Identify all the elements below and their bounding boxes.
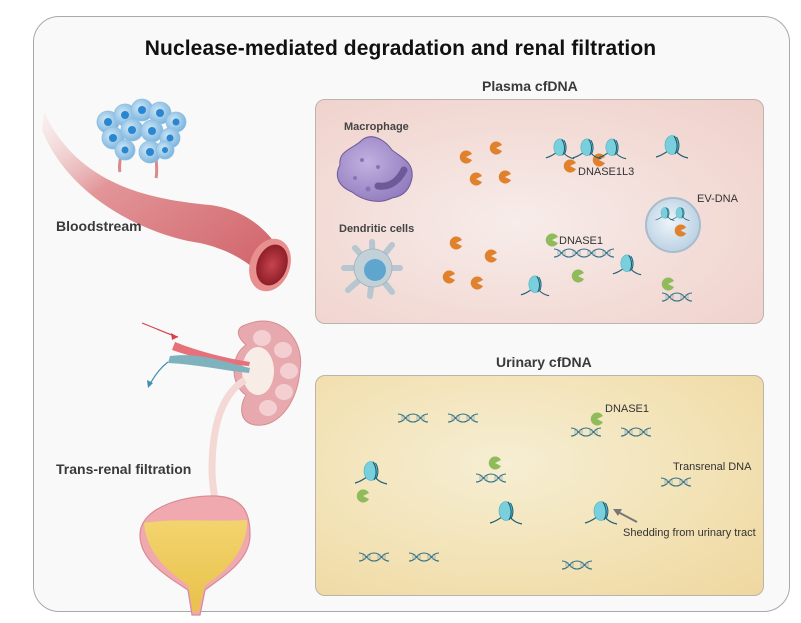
transrenal-dna-label: Transrenal DNA <box>673 461 752 473</box>
macrophage-cell <box>336 136 413 202</box>
dna-fragments-urine <box>358 413 692 570</box>
dnase1-label-urine: DNASE1 <box>605 403 650 415</box>
bladder <box>139 495 251 616</box>
shedding-arrow <box>613 509 638 523</box>
dnase1-enzymes-urine <box>356 412 603 503</box>
urinary-section-title: Urinary cfDNA <box>496 354 592 370</box>
blood-vessel <box>42 112 291 292</box>
macrophage-label: Macrophage <box>344 121 409 133</box>
dendritic-cells-label: Dendritic cells <box>339 223 415 235</box>
kidney <box>141 320 302 521</box>
vein-arrow <box>149 361 169 385</box>
dendritic-cell <box>341 239 403 299</box>
tumor-cell-cluster <box>96 98 187 179</box>
dnase1l3-label: DNASE1L3 <box>578 166 635 178</box>
dnase1-label-plasma: DNASE1 <box>559 235 604 247</box>
plasma-section-title: Plasma cfDNA <box>482 78 578 94</box>
nucleosomes-urine <box>354 460 618 525</box>
dnase1l3-enzymes <box>442 141 605 290</box>
chromatin-nucleosomes <box>545 134 689 160</box>
dna-fragments-plasma <box>520 248 693 302</box>
trans-renal-label: Trans-renal filtration <box>56 461 192 477</box>
ev-dna-label: EV-DNA <box>697 193 738 205</box>
bloodstream-label: Bloodstream <box>56 218 142 234</box>
shedding-label: Shedding from urinary tract <box>623 527 756 539</box>
ev-vesicle <box>645 197 701 253</box>
figure-title: Nuclease-mediated degradation and renal … <box>144 37 657 60</box>
